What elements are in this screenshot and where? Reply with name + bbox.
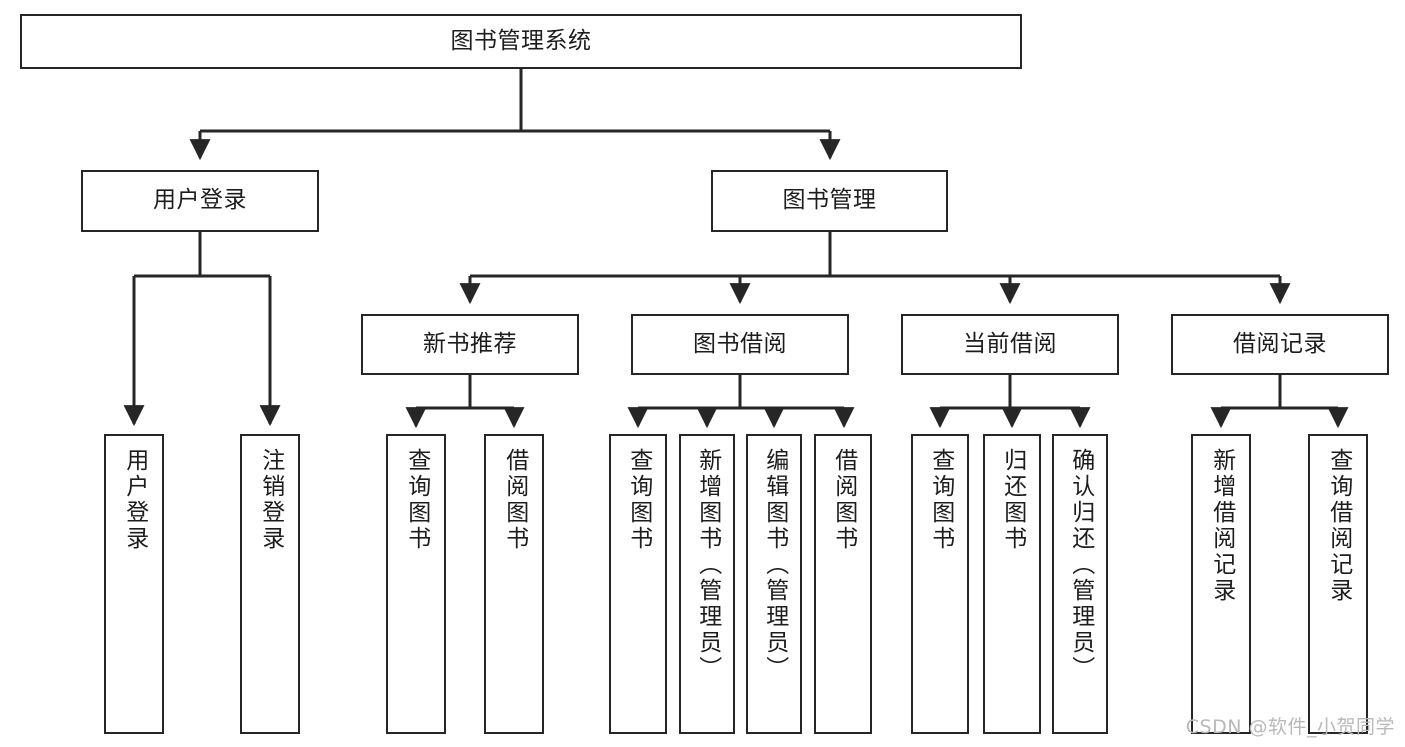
node-leaf-query-book-1[interactable]: 查询图书 xyxy=(386,434,446,734)
node-leaf-add-book[interactable]: 新增图书（管理员） xyxy=(679,434,735,734)
node-new-book-rec[interactable]: 新书推荐 xyxy=(361,314,579,375)
node-leaf-borrow-book-1-label: 借阅图书 xyxy=(501,448,528,552)
node-leaf-query-record[interactable]: 查询借阅记录 xyxy=(1308,434,1368,734)
node-leaf-confirm-return[interactable]: 确认归还（管理员） xyxy=(1052,434,1108,734)
node-book-manage-label: 图书管理 xyxy=(782,187,877,214)
node-leaf-query-book-2[interactable]: 查询图书 xyxy=(609,434,667,734)
node-leaf-borrow-book-2-label: 借阅图书 xyxy=(830,448,857,552)
node-leaf-user-logout[interactable]: 注销登录 xyxy=(240,434,300,734)
node-user-login[interactable]: 用户登录 xyxy=(81,170,319,232)
node-leaf-query-book-3-label: 查询图书 xyxy=(927,448,954,552)
node-leaf-query-book-3[interactable]: 查询图书 xyxy=(911,434,969,734)
node-root-label: 图书管理系统 xyxy=(450,27,592,54)
node-leaf-borrow-book-1[interactable]: 借阅图书 xyxy=(484,434,544,734)
node-leaf-query-book-1-label: 查询图书 xyxy=(403,448,430,552)
node-current-borrow[interactable]: 当前借阅 xyxy=(901,314,1119,375)
node-current-borrow-label: 当前借阅 xyxy=(963,330,1057,357)
node-new-book-rec-label: 新书推荐 xyxy=(423,330,517,357)
node-leaf-query-book-2-label: 查询图书 xyxy=(625,448,652,552)
csdn-watermark: CSDN @软件_小贺同学 xyxy=(1185,716,1395,738)
node-book-borrow[interactable]: 图书借阅 xyxy=(631,314,849,375)
node-leaf-add-record[interactable]: 新增借阅记录 xyxy=(1191,434,1251,734)
node-book-borrow-label: 图书借阅 xyxy=(693,330,787,357)
node-leaf-borrow-book-2[interactable]: 借阅图书 xyxy=(814,434,872,734)
node-leaf-edit-book-label: 编辑图书（管理员） xyxy=(761,448,788,682)
node-leaf-user-login[interactable]: 用户登录 xyxy=(104,434,164,734)
node-root[interactable]: 图书管理系统 xyxy=(20,14,1022,69)
node-leaf-confirm-return-label: 确认归还（管理员） xyxy=(1067,448,1094,682)
node-leaf-return-book[interactable]: 归还图书 xyxy=(983,434,1041,734)
node-borrow-record-label: 借阅记录 xyxy=(1233,330,1327,357)
node-leaf-return-book-label: 归还图书 xyxy=(999,448,1026,552)
node-book-manage[interactable]: 图书管理 xyxy=(711,170,948,232)
node-leaf-user-logout-label: 注销登录 xyxy=(257,448,284,552)
node-leaf-query-record-label: 查询借阅记录 xyxy=(1325,448,1352,604)
node-borrow-record[interactable]: 借阅记录 xyxy=(1171,314,1389,375)
node-leaf-add-record-label: 新增借阅记录 xyxy=(1208,448,1235,604)
node-user-login-label: 用户登录 xyxy=(153,187,247,214)
node-leaf-edit-book[interactable]: 编辑图书（管理员） xyxy=(746,434,802,734)
node-leaf-user-login-label: 用户登录 xyxy=(121,448,148,552)
node-leaf-add-book-label: 新增图书（管理员） xyxy=(694,448,721,682)
